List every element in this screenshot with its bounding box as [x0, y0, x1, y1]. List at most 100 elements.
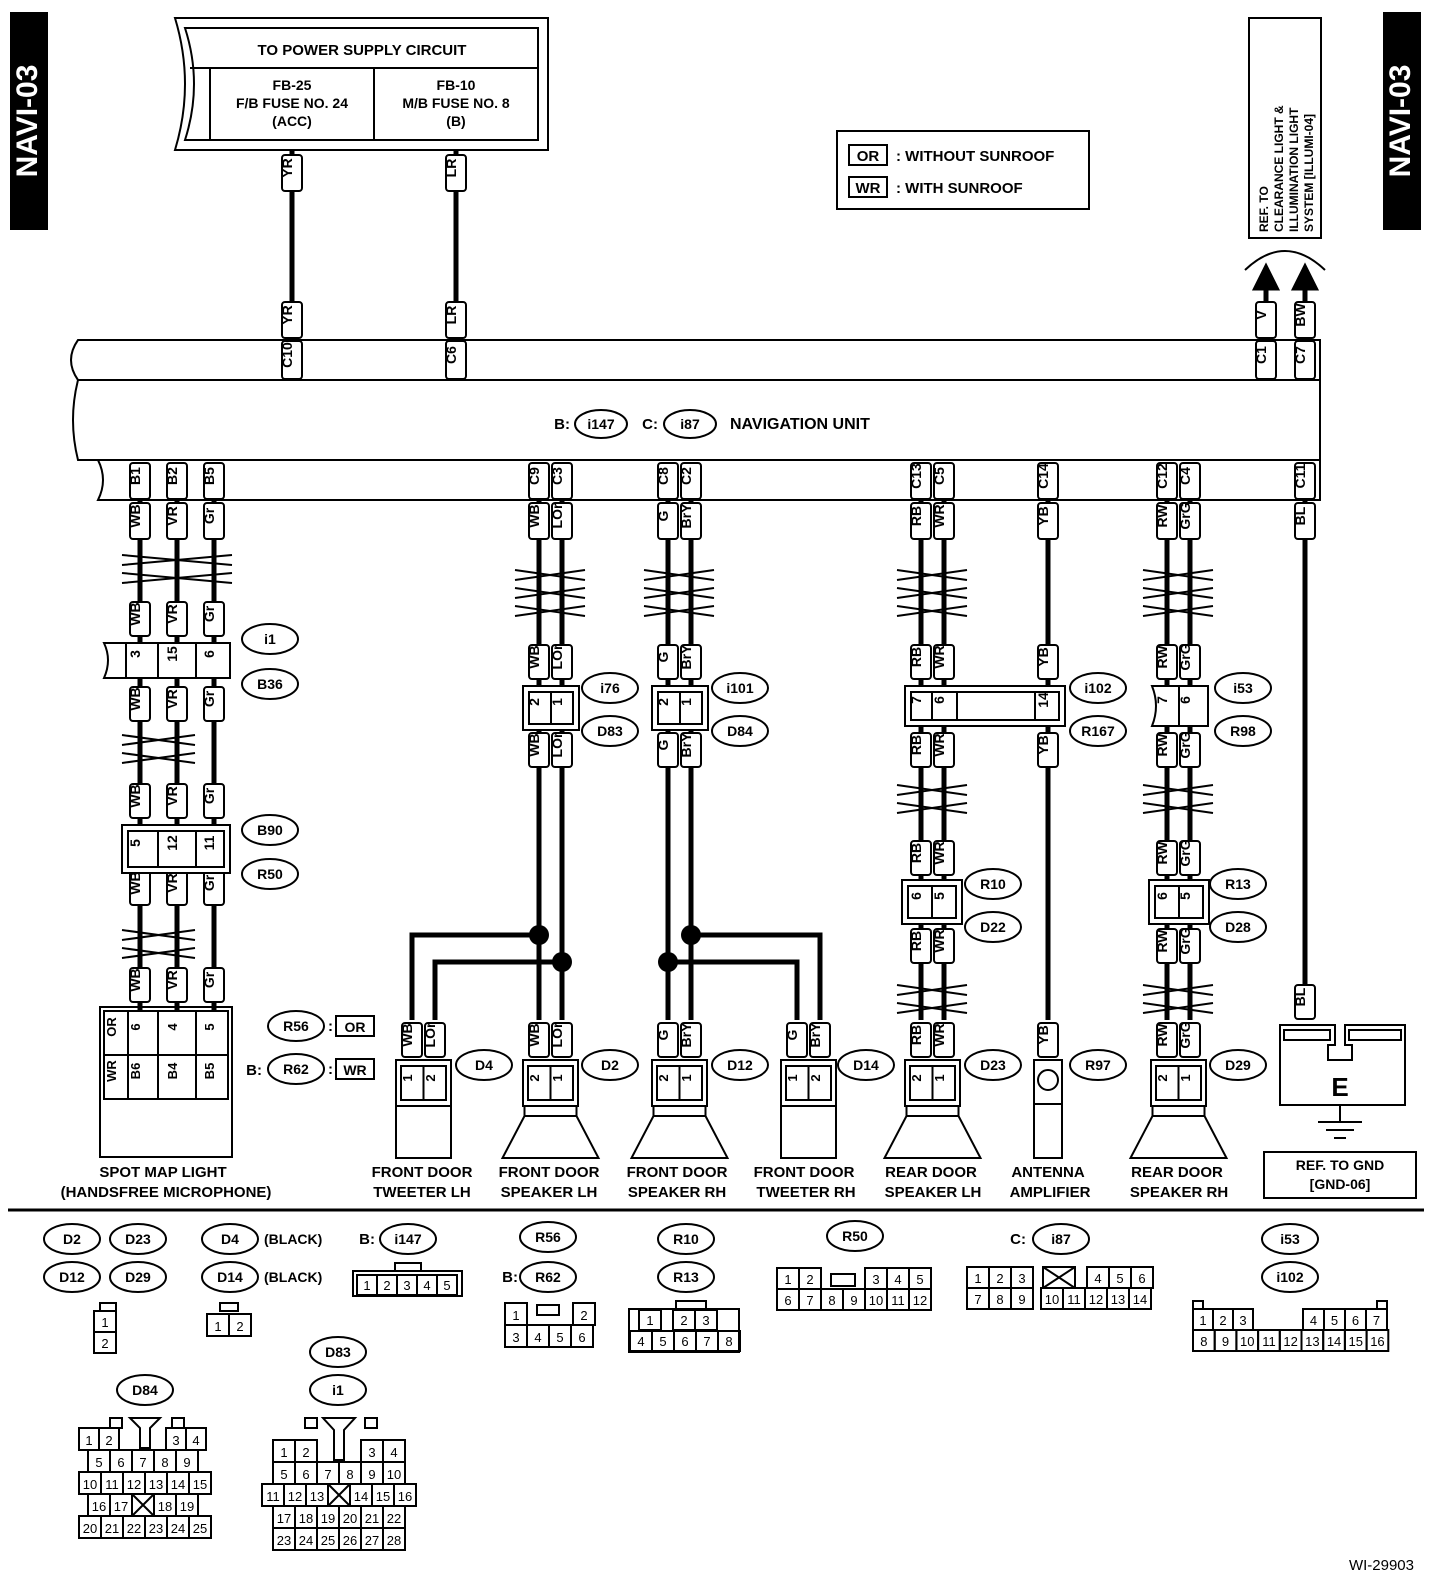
i1-pin-b: 15 [164, 646, 180, 662]
r13-pin-a: 6 [1154, 892, 1170, 900]
side-tab-right-text: NAVI-03 [1384, 65, 1417, 178]
conn-id-d12: D12 [711, 1049, 769, 1081]
view-i53-top-a-cell: 2 [1219, 1313, 1226, 1328]
mid-wire-29-text: G [784, 1029, 800, 1040]
ftr-name-1: FRONT DOOR [754, 1164, 855, 1181]
mid-wire-12: WB [127, 967, 151, 1003]
spot-or-pin-1: 6 [128, 1023, 143, 1030]
pins-fsl-p1: 2 [527, 1074, 542, 1081]
view-d14-text: D14 [217, 1269, 243, 1285]
view-d84-row2-cell: 11 [105, 1477, 119, 1492]
view-d84-row4-cell: 21 [105, 1521, 119, 1536]
bottom-wire-0: WB [127, 502, 151, 540]
view-r56-bot-cell: 5 [556, 1330, 563, 1345]
view-d84: D84 [116, 1374, 174, 1406]
top-wire-upper-0: YR [279, 154, 303, 192]
view-i87-top-a-cell: 3 [1018, 1271, 1025, 1286]
mid-wire-44-text: RW [1154, 645, 1170, 669]
inline-connector-i53: 7 6 [1150, 685, 1209, 727]
mid-wire-39: RB [908, 1022, 932, 1058]
mid-wire-49-text: GrG [1177, 839, 1193, 866]
view-i53-text: i53 [1280, 1231, 1300, 1247]
bottom-wire-labels: B1WBB2VRB5GrC9WBC3LOrC8GC2BrYC13RBC5WRC1… [127, 462, 1316, 540]
pins-ftr-p1: 1 [785, 1074, 800, 1081]
view-d84-row0-b-cell: 4 [192, 1433, 199, 1448]
power-left-line3: (ACC) [272, 113, 312, 129]
top-pin-3-text: C7 [1292, 346, 1308, 364]
bottom-wire-12: BL [1292, 502, 1316, 540]
mid-wire-26: BrY [678, 732, 702, 768]
view-i87-bot-a-cell: 8 [996, 1292, 1003, 1307]
mid-wire-44: RW [1154, 644, 1178, 680]
view-d29: D29 [109, 1261, 167, 1293]
view-d4-pins-cell: 2 [236, 1319, 243, 1334]
view-d83-row1-cell: 5 [280, 1467, 287, 1482]
view-d83-row3-cell: 18 [299, 1511, 313, 1526]
view-d83-row2-a-cell: 13 [310, 1489, 324, 1504]
ftr-name-2: TWEETER RH [756, 1184, 855, 1201]
view-d83-row3-cell: 21 [365, 1511, 379, 1526]
pins-ftl-p2: 2 [423, 1074, 438, 1081]
power-supply-box: TO POWER SUPPLY CIRCUIT FB-25 F/B FUSE N… [173, 17, 549, 151]
top-pin-2: C1 [1253, 340, 1277, 380]
i53-pin-a: 7 [1154, 696, 1170, 704]
fsl-name-1: FRONT DOOR [499, 1164, 600, 1181]
mid-wire-53: GrG [1177, 1021, 1201, 1058]
view-r56-top-a-cell: 1 [512, 1308, 519, 1323]
mid-wire-33-text: RB [908, 735, 924, 755]
view-d84-row3-a-cell: 16 [92, 1499, 106, 1514]
mid-wire-14: Gr [201, 967, 225, 1003]
bottom-pin-6-text: C2 [678, 467, 694, 485]
mid-wire-2-text: Gr [201, 605, 217, 622]
ant-name-2: AMPLIFIER [1010, 1184, 1091, 1201]
view-d83-row2-b-cell: 14 [354, 1489, 368, 1504]
view-d83-row2-a-cell: 11 [266, 1489, 280, 1504]
mid-wire-37: RB [908, 928, 932, 964]
mid-wire-6-text: WB [127, 784, 143, 807]
ground-label: E [1331, 1072, 1348, 1102]
mid-wire-25-text: G [655, 739, 671, 750]
conn-id-d84-text: D84 [727, 723, 753, 739]
unit-c-prefix: C: [642, 416, 658, 433]
view-i147-prefix: B: [359, 1231, 375, 1248]
power-right-line1: FB-10 [437, 77, 476, 93]
view-d14-black: (BLACK) [264, 1269, 322, 1285]
view-r50-top-b-cell: 5 [916, 1272, 923, 1287]
mid-wire-15-text: WB [526, 645, 542, 668]
view-d83-row1-cell: 10 [387, 1467, 401, 1482]
bottom-wire-6-text: BrY [678, 503, 694, 529]
view-d83-row4-cell: 28 [387, 1533, 401, 1548]
mid-wire-24-text: BrY [678, 644, 694, 670]
mid-wire-17: WB [526, 732, 550, 768]
conn-id-r62: R62 [267, 1053, 325, 1085]
bottom-pin-0-text: B1 [127, 467, 143, 485]
view-d83-row0-a-cell: 2 [302, 1445, 309, 1460]
spot-name-2: (HANDSFREE MICROPHONE) [61, 1184, 272, 1201]
mid-wire-6: WB [127, 783, 151, 819]
conn-id-d83-text: D83 [597, 723, 623, 739]
mid-wire-18: LOr [549, 732, 573, 768]
view-r62-prefix: B: [502, 1269, 518, 1286]
ref-illum-line2: CLEARANCE LIGHT & [1272, 105, 1286, 232]
view-i102: i102 [1261, 1261, 1319, 1293]
bottom-pin-7-text: C13 [908, 463, 924, 489]
bottom-pin-5: C8 [655, 462, 679, 500]
view-d84-row4-cell: 24 [171, 1521, 185, 1536]
view-r50-bot-cell: 7 [806, 1293, 813, 1308]
mid-wire-15: WB [526, 644, 550, 680]
mid-wire-10-text: VR [164, 873, 180, 892]
top-wire-3-text: BW [1292, 303, 1308, 327]
i1-pin-c: 6 [201, 650, 217, 658]
mid-wire-0: WB [127, 601, 151, 637]
view-d83-row0-b-cell: 3 [368, 1445, 375, 1460]
view-r50-bot-cell: 8 [828, 1293, 835, 1308]
mid-wire-43-text: YB [1035, 1025, 1051, 1044]
view-d83-row1-cell: 8 [346, 1467, 353, 1482]
view-r50-bot-cell: 11 [891, 1293, 905, 1308]
pins-fsr-p2: 1 [679, 1074, 694, 1081]
